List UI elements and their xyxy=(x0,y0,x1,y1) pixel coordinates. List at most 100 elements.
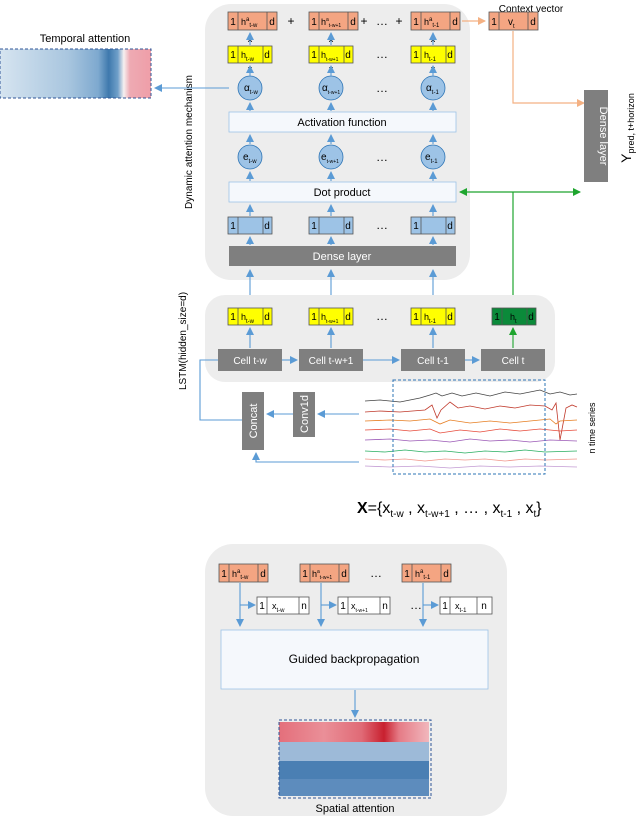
svg-text:1: 1 xyxy=(413,312,419,323)
svg-text:hat-1: hat-1 xyxy=(415,569,431,581)
context-vector: Context vector 1 vt d xyxy=(488,4,564,31)
arrow-context-to-dense xyxy=(512,31,585,107)
alpha-node: αt-w xyxy=(237,75,263,101)
svg-text:1: 1 xyxy=(413,17,419,28)
svg-text:d: d xyxy=(345,312,351,323)
dense-layer-bar xyxy=(229,246,456,266)
dense-cell-row: 1 d 1 d … 1 d xyxy=(227,216,456,235)
ha-cell: 1 hat-w d xyxy=(227,11,278,31)
svg-text:ht-w: ht-w xyxy=(241,312,255,325)
svg-text:hat-w: hat-w xyxy=(232,569,249,581)
svg-text:et-1: et-1 xyxy=(425,152,438,165)
ellipsis: … xyxy=(376,14,388,28)
svg-text:Cell t-1: Cell t-1 xyxy=(417,356,449,367)
spatial-attention-title: Spatial attention xyxy=(316,803,395,815)
energy-node: et-1 xyxy=(420,144,446,170)
green-connections xyxy=(459,188,581,304)
input-arrows xyxy=(252,410,359,463)
alpha-node: αt-1 xyxy=(420,75,446,101)
ellipsis: … xyxy=(410,598,422,612)
ellipsis: … xyxy=(376,47,388,61)
ellipsis: … xyxy=(376,218,388,232)
svg-text:d: d xyxy=(447,50,453,61)
svg-text:1: 1 xyxy=(311,50,317,61)
svg-text:et-w: et-w xyxy=(243,152,257,165)
lstm-cell xyxy=(299,349,363,371)
svg-text:et-w+1: et-w+1 xyxy=(321,152,339,165)
svg-text:1: 1 xyxy=(311,312,317,323)
svg-text:αt-w+1: αt-w+1 xyxy=(322,83,340,96)
ellipsis: … xyxy=(370,566,382,580)
lstm-cell xyxy=(401,349,465,371)
svg-text:d: d xyxy=(260,569,266,580)
ha-cell: 1 hat-1 d xyxy=(410,11,461,31)
svg-text:1: 1 xyxy=(340,601,346,612)
ellipsis: … xyxy=(376,150,388,164)
x-cell: 1 xt-w+1 n xyxy=(337,596,391,615)
svg-text:xt-w+1: xt-w+1 xyxy=(351,601,368,614)
spatial-ha-row: 1 hat-w d 1 hat-w+1 d … 1 hat-1 d xyxy=(218,563,452,583)
output-dense-label: Dense layer xyxy=(597,107,609,166)
svg-text:vt: vt xyxy=(508,17,515,30)
x-cell: 1 xt-1 n xyxy=(439,596,493,615)
svg-text:1: 1 xyxy=(230,17,236,28)
svg-text:1: 1 xyxy=(404,569,410,580)
attention-side-label: Dynamic attention mechanism xyxy=(184,75,195,209)
spatial-x-row: 1 xt-w n 1 xt-w+1 n … 1 xt-1 n xyxy=(256,596,493,615)
svg-text:αt-1: αt-1 xyxy=(426,83,439,96)
svg-text:hat-w: hat-w xyxy=(241,17,258,29)
h-cell-final: 1 ht d xyxy=(491,307,537,326)
svg-text:xt-1: xt-1 xyxy=(455,601,467,614)
lstm-cell xyxy=(481,349,545,371)
lstm-cell-row: Cell t-w Cell t-w+1 Cell t-1 Cell t xyxy=(218,349,545,371)
dense-layer-label: Dense layer xyxy=(313,251,372,263)
svg-text:hat-1: hat-1 xyxy=(424,17,440,29)
alpha-row: αt-w αt-w+1 … αt-1 xyxy=(237,75,446,101)
svg-text:hat-w+1: hat-w+1 xyxy=(321,17,341,29)
alpha-node: αt-w+1 xyxy=(318,75,344,101)
temporal-attention-frame xyxy=(0,48,152,99)
svg-text:Cell t-w+1: Cell t-w+1 xyxy=(309,356,354,367)
svg-text:Cell t: Cell t xyxy=(502,356,525,367)
svg-text:Cell t-w: Cell t-w xyxy=(233,356,267,367)
svg-text:ht: ht xyxy=(510,312,517,325)
y-pred-label: Ypred, t+horizon xyxy=(618,93,636,163)
dense-cell: 1 d xyxy=(308,216,354,235)
svg-text:d: d xyxy=(452,17,458,28)
h-cell: 1 ht-w+1 d xyxy=(308,45,354,64)
energy-node: et-w+1 xyxy=(318,144,344,170)
concat-label: Concat xyxy=(248,404,260,439)
dense-cell: 1 d xyxy=(410,216,456,235)
ha-cell: 1 hat-1 d xyxy=(401,563,452,583)
concat-block xyxy=(242,392,264,450)
time-series-plot xyxy=(364,379,578,475)
svg-text:1: 1 xyxy=(311,17,317,28)
svg-text:ht-1: ht-1 xyxy=(424,50,437,63)
spatial-attention-heatmap xyxy=(278,719,432,799)
svg-text:xt-w: xt-w xyxy=(272,601,285,614)
svg-text:d: d xyxy=(447,221,453,232)
dense-cell: 1 d xyxy=(227,216,273,235)
temporal-attention-title: Temporal attention xyxy=(40,33,131,45)
svg-text:n: n xyxy=(481,601,487,612)
h-cell: 1 ht-w d xyxy=(227,45,273,64)
conv1d-label: Conv1d xyxy=(299,395,311,433)
svg-text:1: 1 xyxy=(413,50,419,61)
svg-text:1: 1 xyxy=(221,569,227,580)
guided-backprop-box xyxy=(220,629,489,690)
input-formula: X={xt-w , xt-w+1 , … , xt-1 , xt} xyxy=(357,500,542,520)
h-cell: 1 ht-w d xyxy=(227,307,273,326)
x-cell: 1 xt-w n xyxy=(256,596,310,615)
plus-sign: + xyxy=(287,14,294,28)
svg-text:1: 1 xyxy=(230,50,236,61)
dot-product-label: Dot product xyxy=(314,187,371,199)
svg-text:ht-w+1: ht-w+1 xyxy=(321,312,339,325)
h-cell: 1 ht-w+1 d xyxy=(308,307,354,326)
svg-text:d: d xyxy=(269,17,275,28)
ha-cell: 1 hat-w+1 d xyxy=(299,563,350,583)
conv1d-block xyxy=(293,392,315,437)
svg-text:1: 1 xyxy=(302,569,308,580)
h-cell: 1 ht-1 d xyxy=(410,307,456,326)
svg-text:ht-1: ht-1 xyxy=(424,312,437,325)
